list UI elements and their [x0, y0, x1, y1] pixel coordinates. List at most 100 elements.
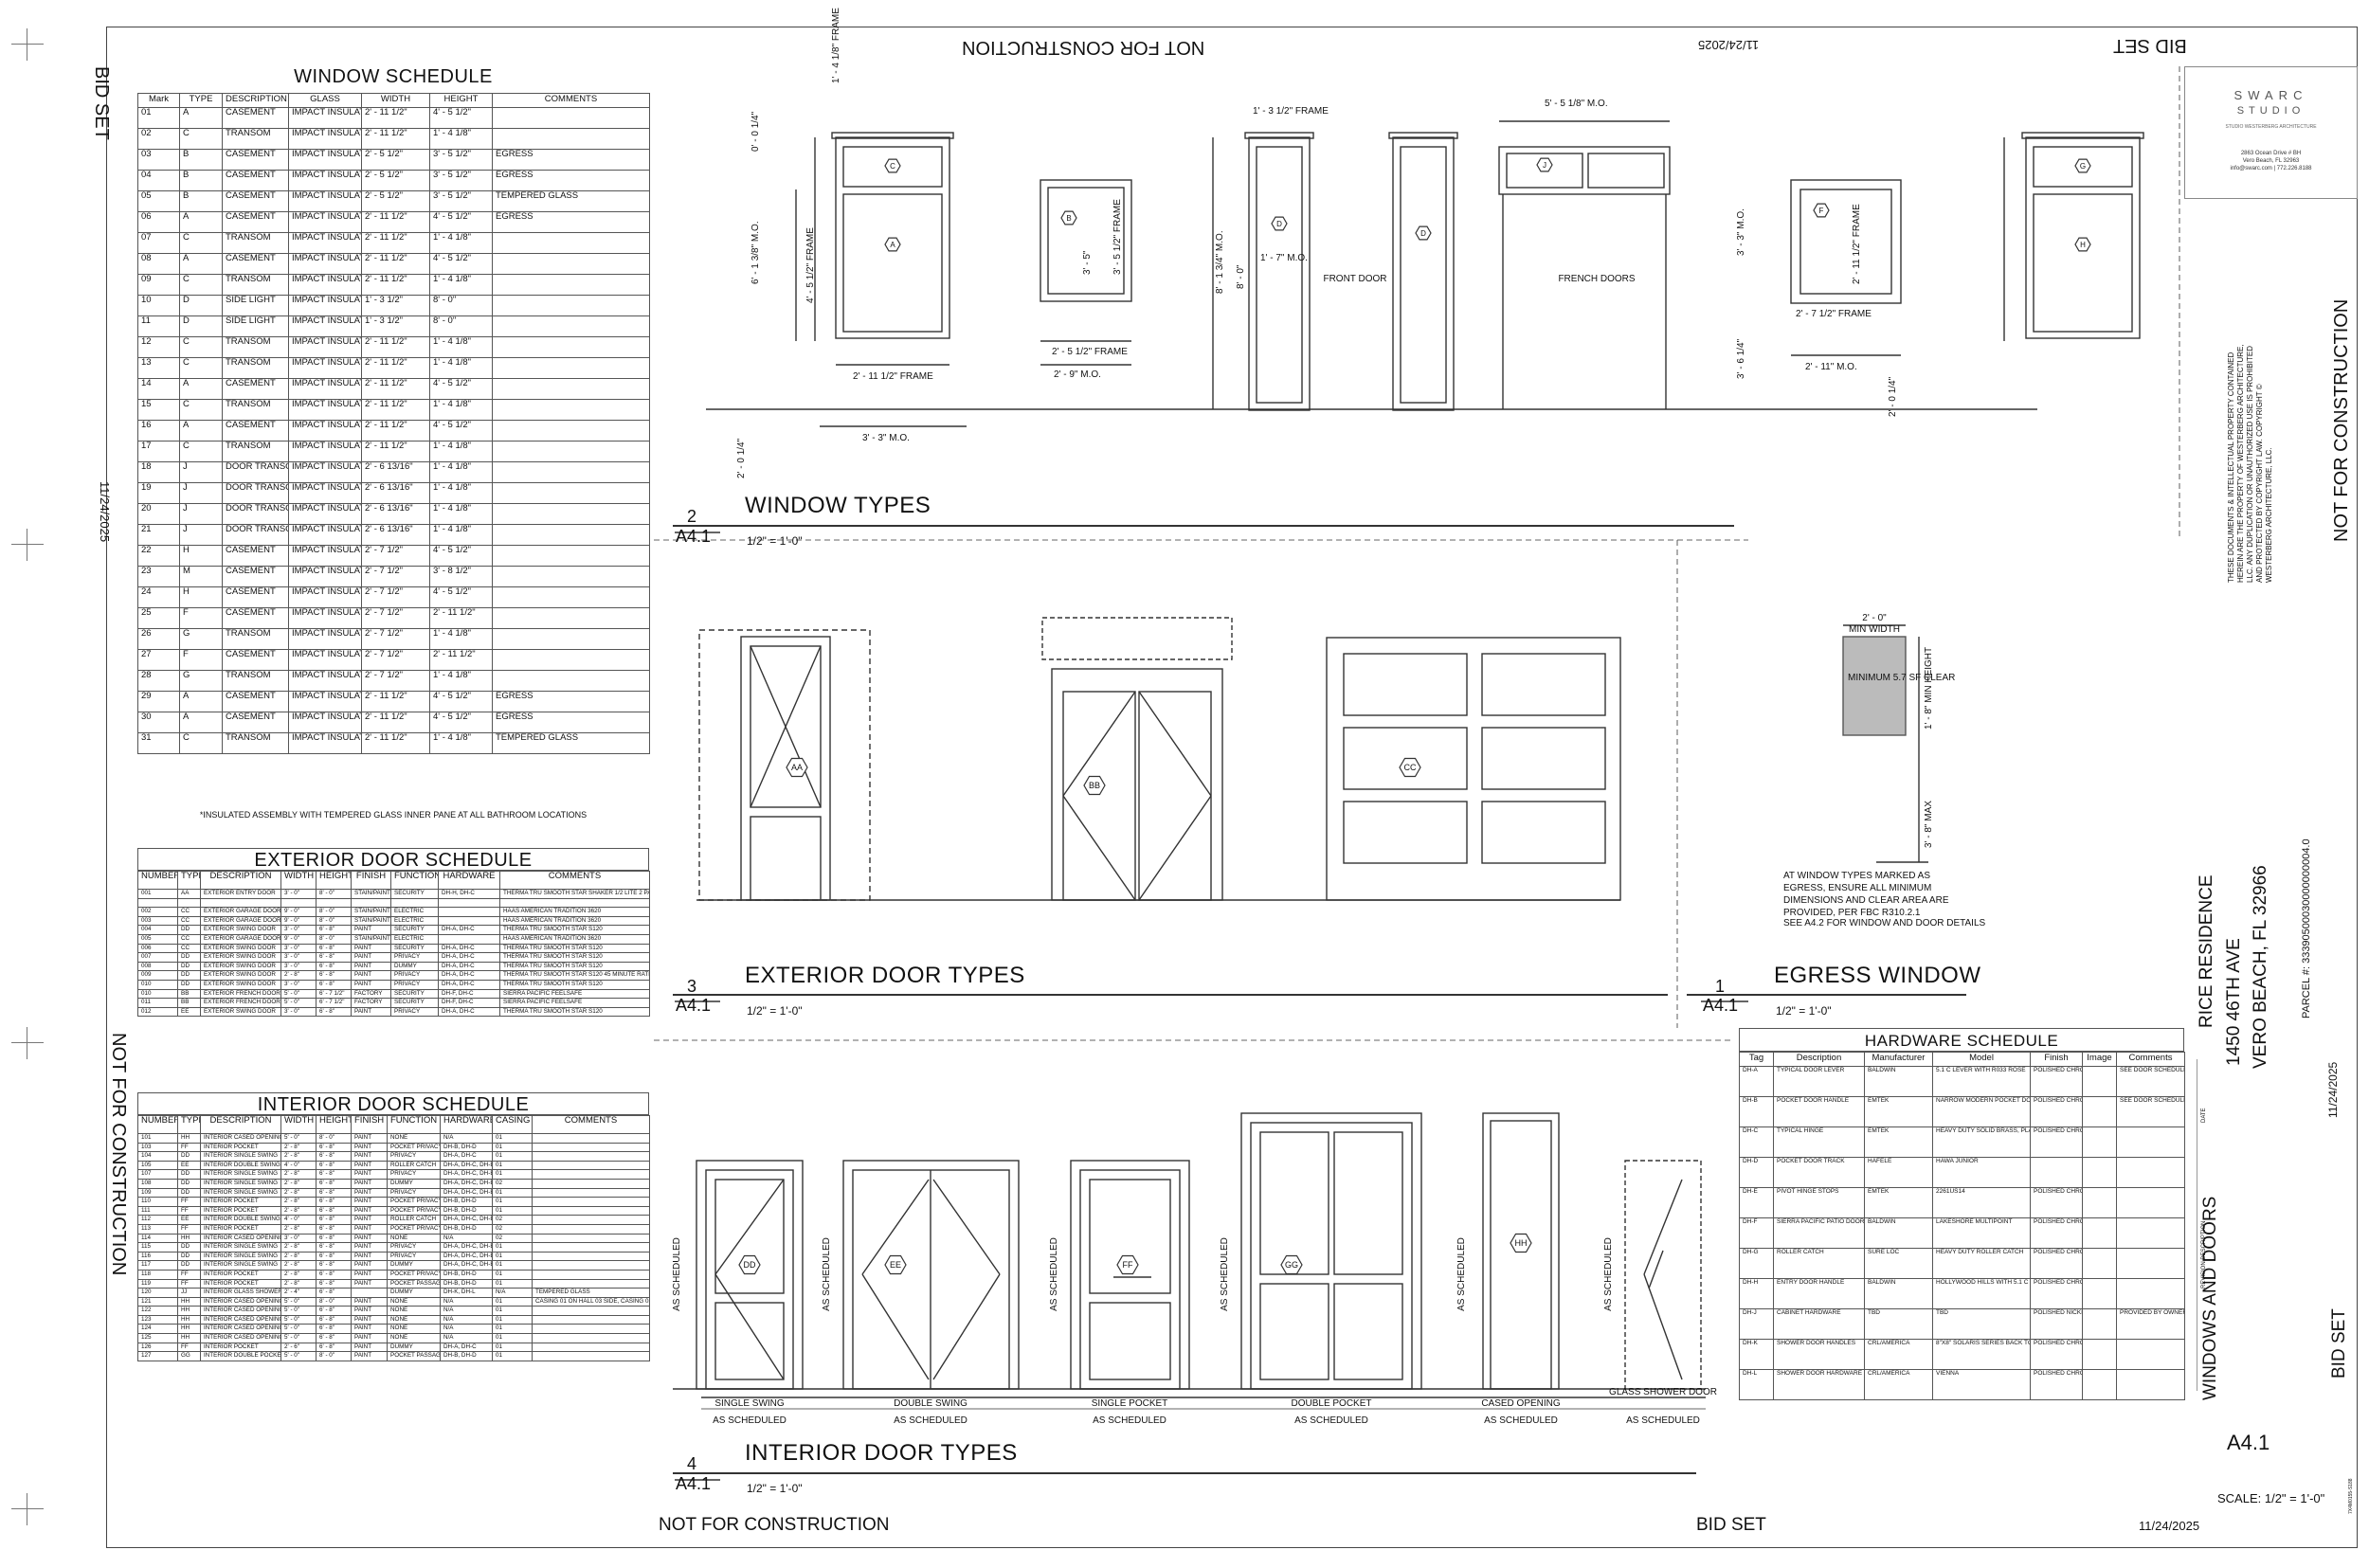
table-cell	[2116, 1126, 2185, 1158]
sheet-number: A4.1	[2227, 1431, 2270, 1454]
type-tag: FF	[1116, 1254, 1139, 1275]
exterior-door-types-title: EXTERIOR DOOR TYPES	[745, 963, 1025, 988]
type-tag-label: BB	[1089, 781, 1100, 790]
dim-label: 3' - 5 1/2" FRAME	[1112, 199, 1123, 275]
exterior-door-schedule-title: EXTERIOR DOOR SCHEDULE	[137, 848, 649, 871]
interior-caption: SINGLE POCKET	[1092, 1398, 1168, 1409]
firm-address: 2863 Ocean Drive # BH	[2240, 151, 2302, 156]
table-cell: 1' - 4 1/8"	[429, 732, 493, 754]
table-cell	[2082, 1339, 2117, 1370]
type-tag-label: GG	[1285, 1260, 1298, 1270]
front-door-label: FRONT DOOR	[1323, 274, 1386, 284]
interior-caption: DOUBLE POCKET	[1291, 1398, 1371, 1409]
column-header: DESCRIPTION	[200, 1115, 281, 1134]
sheet-title: WINDOWS AND DOORS	[2200, 1196, 2220, 1400]
type-tag-label: B	[1066, 214, 1071, 223]
table-cell: EMTEK	[1864, 1126, 1933, 1158]
parcel-number: PARCEL #: 33390500030000000004.0	[2301, 838, 2312, 1018]
as-scheduled-label: AS SCHEDULED	[894, 1415, 967, 1426]
right-not-for-construction: NOT FOR CONSTRUCTION	[2331, 298, 2352, 542]
table-cell: CRL/AMERICA	[1864, 1369, 1933, 1400]
type-tag-label: EE	[890, 1260, 901, 1270]
table-cell	[2116, 1157, 2185, 1188]
egress-note-details: SEE A4.2 FOR WINDOW AND DOOR DETAILS	[1783, 918, 1986, 928]
as-scheduled-label: AS SCHEDULED	[1093, 1415, 1166, 1426]
type-tag-label: J	[1543, 161, 1546, 170]
dim-label: 2' - 9" M.O.	[1054, 369, 1101, 380]
as-scheduled-label: AS SCHEDULED	[822, 1237, 832, 1311]
egress-clear-label: MINIMUM 5.7 SF CLEAR	[1848, 673, 1955, 683]
as-scheduled-label: AS SCHEDULED	[1220, 1237, 1230, 1311]
egress-window-scale: 1/2" = 1'-0"	[1776, 1004, 1832, 1018]
table-cell: SURE LOC	[1864, 1248, 1933, 1279]
egress-max-dim: 3' - 8" MAX	[1924, 801, 1934, 848]
dim-label: 2' - 5 1/2" FRAME	[1052, 347, 1128, 357]
table-cell: POLISHED CHROME	[2030, 1369, 2083, 1400]
dim-label: 1' - 7" M.O.	[1260, 253, 1308, 263]
title-date: 11/24/2025	[2326, 1061, 2340, 1118]
dim-label: 2' - 11 1/2" FRAME	[853, 371, 933, 382]
table-cell: SIERRA PACIFIC PATIO DOOR HANDLES	[1773, 1217, 1865, 1249]
dim-label: 8' - 0"	[1236, 264, 1246, 289]
dim-label: 2' - 11" M.O.	[1805, 362, 1857, 372]
type-tag: D	[1271, 216, 1288, 231]
crop-mark	[11, 529, 44, 561]
table-cell: NARROW MODERN POCKET DOOR HARDWARE	[1932, 1096, 2031, 1127]
interior-caption: DOUBLE SWING	[894, 1398, 967, 1409]
table-cell: 5.1 C LEVER WITH R033 ROSE	[1932, 1066, 2031, 1097]
as-scheduled-label: AS SCHEDULED	[1603, 1237, 1614, 1311]
table-cell	[2082, 1369, 2117, 1400]
exterior-door-types-number: 3	[686, 977, 696, 996]
table-cell: TEMPERED GLASS	[492, 732, 650, 754]
crop-mark	[11, 1027, 44, 1059]
table-cell: POLISHED CHROME	[2030, 1096, 2083, 1127]
table-cell: THERMA TRU SMOOTH STAR S120	[499, 1006, 650, 1018]
as-scheduled-label: AS SCHEDULED	[713, 1415, 787, 1426]
table-cell: POLISHED CHROME	[2030, 1339, 2083, 1370]
window-types-number: 2	[686, 507, 696, 526]
window-schedule-note: *INSULATED ASSEMBLY WITH TEMPERED GLASS …	[199, 810, 588, 820]
firm-sub: STUDIO	[2236, 105, 2306, 117]
interior-door-types-title: INTERIOR DOOR TYPES	[745, 1440, 1018, 1466]
table-cell	[532, 1351, 650, 1361]
table-cell: SHOWER DOOR HANDLES	[1773, 1339, 1865, 1370]
type-tag: BB	[1083, 775, 1106, 796]
type-tag-label: D	[1420, 229, 1426, 238]
dim-label: 0' - 0 1/4"	[750, 111, 761, 152]
dim-label: 8' - 1 3/4" M.O.	[1215, 230, 1225, 294]
dim-label: 1' - 4 1/8" FRAME	[831, 8, 841, 83]
exterior-door-schedule-table: NUMBERTYPEDESCRIPTIONWIDTHHEIGHTFINISHFU…	[137, 871, 650, 1018]
type-tag: CC	[1399, 757, 1421, 778]
table-cell: POLISHED CHROME	[2030, 1187, 2083, 1218]
firm-logo-block: SWARC STUDIO STUDIO WESTERBERG ARCHITECT…	[2184, 66, 2358, 199]
sheet-scale: SCALE: 1/2" = 1'-0"	[2217, 1491, 2325, 1505]
column-header: HEIGHT	[316, 1115, 352, 1134]
egress-min-height: 1' - 8" MIN HEIGHT	[1924, 647, 1934, 730]
window-types-ref: A4.1	[676, 527, 712, 546]
type-tag-label: H	[2080, 241, 2086, 249]
table-cell: DH-K	[1739, 1339, 1774, 1370]
type-tag-label: A	[890, 241, 895, 249]
project-address-1: 1450 46TH AVE	[2224, 938, 2244, 1066]
type-tag: J	[1536, 157, 1553, 172]
